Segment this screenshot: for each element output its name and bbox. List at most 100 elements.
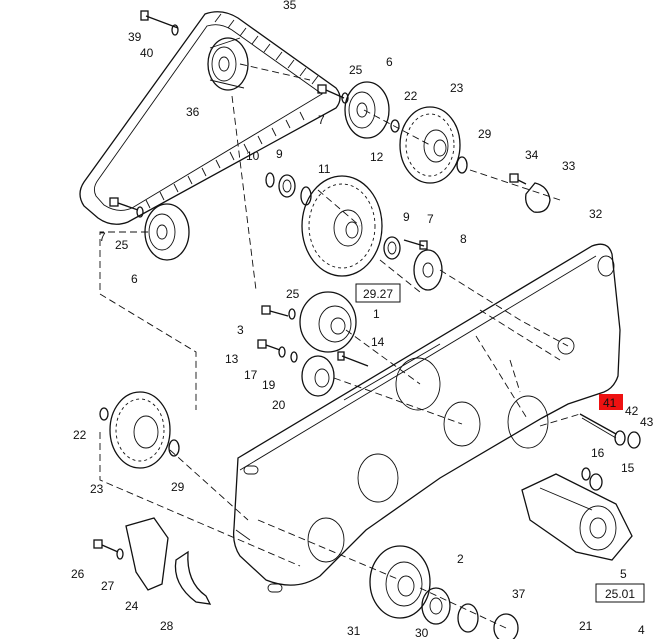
- reference-29-27: 29.27: [355, 283, 401, 303]
- callout-3: 3: [237, 323, 244, 337]
- reference-25-01: 25.01: [595, 583, 645, 603]
- flange-8: [413, 249, 443, 291]
- callout-43: 43: [640, 415, 654, 429]
- callout-23-upper: 23: [450, 81, 464, 95]
- circlip-29-lower: [168, 439, 180, 457]
- bolt-7-lower: [109, 197, 139, 211]
- callout-39: 39: [128, 30, 142, 44]
- callout-16: 16: [591, 446, 605, 460]
- callout-14: 14: [371, 335, 385, 349]
- washer-22-upper: [390, 119, 400, 133]
- bearing-9-left: [278, 174, 296, 198]
- callout-15: 15: [621, 461, 635, 475]
- callout-23-lower: 23: [90, 482, 104, 496]
- washer-42: [614, 430, 626, 446]
- callout-8: 8: [460, 232, 467, 246]
- idler-1: [299, 291, 357, 353]
- callout-25-upper: 25: [349, 63, 363, 77]
- callout-13: 13: [225, 352, 239, 366]
- washer-25-lower: [136, 206, 144, 218]
- callout-25-mid: 25: [286, 287, 300, 301]
- callout-5: 5: [620, 567, 627, 581]
- motor-21: [521, 473, 633, 561]
- callout-32: 32: [589, 207, 603, 221]
- washer-40: [171, 24, 179, 36]
- callout-25-lower: 25: [115, 238, 129, 252]
- reference-25-01-text: 25.01: [605, 587, 635, 601]
- callout-36: 36: [186, 105, 200, 119]
- callout-7-lower: 7: [99, 230, 106, 244]
- washer-25-mid: [288, 308, 296, 320]
- pulley-6-lower: [144, 203, 190, 261]
- callout-4: 4: [638, 623, 645, 637]
- bearing-9-right: [383, 236, 401, 260]
- pulley-6-upper: [344, 81, 390, 139]
- callout-30: 30: [415, 626, 429, 639]
- bolt-7-mid: [403, 239, 428, 250]
- callout-42: 42: [625, 404, 639, 418]
- callout-33: 33: [562, 159, 576, 173]
- callout-6-lower: 6: [131, 272, 138, 286]
- seal-30: [457, 603, 479, 633]
- callout-9-right: 9: [403, 210, 410, 224]
- bracket-24: [125, 517, 169, 591]
- callout-29-upper: 29: [478, 127, 492, 141]
- callout-40: 40: [140, 46, 154, 60]
- nut-15: [589, 473, 603, 491]
- nut-43: [627, 431, 641, 449]
- callout-7-upper: 7: [318, 113, 325, 127]
- gear-23-upper: [399, 106, 461, 184]
- callout-34: 34: [525, 148, 539, 162]
- pulley-36: [207, 37, 249, 91]
- back-plate-32: [232, 243, 621, 593]
- callout-2: 2: [457, 552, 464, 566]
- bolt-34: [509, 173, 527, 185]
- callout-26: 26: [71, 567, 85, 581]
- callout-10: 10: [246, 149, 260, 163]
- callout-12: 12: [370, 150, 384, 164]
- callout-9-left: 9: [276, 147, 283, 161]
- callout-41-highlight: [599, 394, 623, 410]
- bolt-7-upper: [317, 84, 345, 99]
- timing-belt: [79, 11, 341, 225]
- bolt-14: [337, 351, 369, 367]
- washer-19: [290, 351, 298, 363]
- guide-28: [174, 550, 212, 605]
- bearing-31: [421, 587, 451, 625]
- callout-28: 28: [160, 619, 174, 633]
- callout-31: 31: [347, 624, 361, 638]
- callout-41: 41: [603, 396, 617, 410]
- reference-29-27-text: 29.27: [363, 287, 393, 301]
- callout-35: 35: [283, 0, 297, 12]
- callout-6-upper: 6: [386, 55, 393, 69]
- callout-labels: 35 39 40 36 6 25 7 22 23 29 34 33 10 9 1…: [71, 0, 654, 639]
- callout-20: 20: [272, 398, 286, 412]
- bolt-26: [93, 539, 119, 553]
- circlip-29-upper: [456, 156, 468, 174]
- callout-22-upper: 22: [404, 89, 418, 103]
- callout-7-mid: 7: [427, 212, 434, 226]
- circlip-10: [265, 172, 275, 188]
- callout-11: 11: [318, 162, 331, 176]
- circlip-37: [493, 613, 519, 639]
- cover-33: [525, 182, 551, 213]
- callout-22-lower: 22: [73, 428, 87, 442]
- callout-1: 1: [373, 307, 380, 321]
- callout-37: 37: [512, 587, 526, 601]
- washer-27: [116, 548, 124, 560]
- washer-22-lower: [99, 407, 109, 421]
- stud-41: [579, 413, 617, 439]
- bolt-39: [140, 10, 179, 29]
- gear-23-lower: [109, 391, 171, 469]
- callout-29-lower: 29: [171, 480, 185, 494]
- washer-16: [581, 467, 591, 481]
- callout-19: 19: [262, 378, 276, 392]
- callout-24: 24: [125, 599, 139, 613]
- gear-12: [301, 175, 383, 277]
- pinion-20: [301, 355, 335, 397]
- washer-25-upper: [341, 92, 349, 104]
- callout-17: 17: [244, 368, 258, 382]
- bolt-13: [257, 339, 281, 351]
